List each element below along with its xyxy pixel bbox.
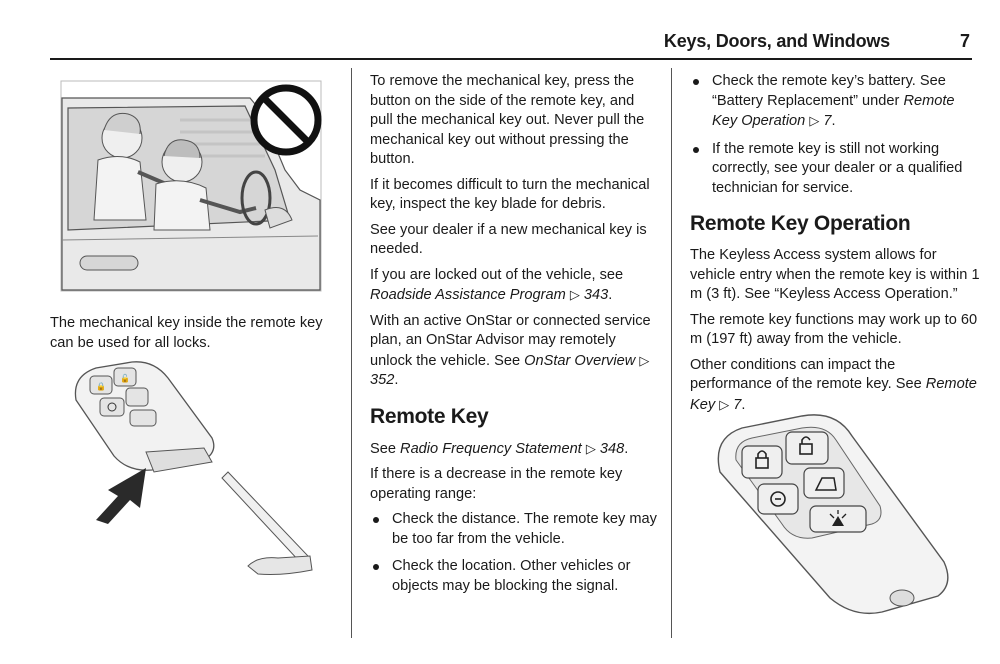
range-checklist: Check the distance. The remote key may b… <box>370 510 660 596</box>
remote-key-heading: Remote Key <box>370 404 489 428</box>
panic-alarm-icon <box>829 510 847 526</box>
radio-frequency-link[interactable]: Radio Frequency Statement <box>400 440 582 457</box>
page-number: 7 <box>959 31 970 51</box>
children-in-car-illustration <box>60 80 322 292</box>
column-divider-1 <box>351 68 352 638</box>
range-checklist-continued: Check the remote key’s battery. See “Bat… <box>690 72 980 198</box>
list-item: Check the location. Other vehicles or ob… <box>370 557 660 596</box>
range-paragraph: The remote key functions may work up to … <box>690 311 978 348</box>
list-item: Check the remote key’s battery. See “Bat… <box>690 72 980 132</box>
debris-paragraph: If it becomes difficult to turn the mech… <box>370 176 650 213</box>
conditions-paragraph: Other conditions can impact the performa… <box>690 356 977 413</box>
list-item: Check the distance. The remote key may b… <box>370 510 660 549</box>
remove-key-paragraph: To remove the mechanical key, press the … <box>370 73 645 167</box>
mechanical-key-removal-illustration: 🔒 🔓 <box>74 361 313 575</box>
remote-start-icon <box>107 402 117 412</box>
unlock-icon <box>799 436 813 455</box>
roadside-assistance-link[interactable]: Roadside Assistance Program <box>370 287 566 303</box>
page-header: Keys, Doors, and Windows 7 <box>50 28 972 60</box>
lock-icon: 🔒 <box>96 382 106 391</box>
page-reference-arrow-icon: ▷ <box>585 440 596 456</box>
page-reference-arrow-icon: ▷ <box>809 113 820 128</box>
onstar-paragraph: With an active OnStar or connected servi… <box>370 312 651 389</box>
remote-key-link[interactable]: Remote Key <box>690 376 977 413</box>
remote-key-operation-link[interactable]: Remote Key Operation <box>712 92 955 130</box>
remote-start-icon <box>770 491 786 507</box>
locked-out-paragraph: If you are locked out of the vehicle, se… <box>370 266 624 304</box>
press-arrow-icon <box>96 468 146 524</box>
page-reference-arrow-icon: ▷ <box>719 396 730 412</box>
keyless-access-paragraph: The Keyless Access system allows for veh… <box>690 247 980 302</box>
column-divider-2 <box>671 68 672 638</box>
right-column: Check the remote key’s battery. See “Bat… <box>690 72 980 421</box>
onstar-overview-link[interactable]: OnStar Overview <box>524 352 636 369</box>
radio-frequency-paragraph: See Radio Frequency Statement ▷ 348. <box>370 440 629 457</box>
page-reference-arrow-icon: ▷ <box>639 352 650 368</box>
liftgate-icon <box>814 477 837 491</box>
radio-frequency-page-ref[interactable]: 348 <box>599 440 625 457</box>
remote-key-operation-page-ref[interactable]: 7 <box>823 113 832 129</box>
unlock-icon: 🔓 <box>120 373 130 383</box>
page-reference-arrow-icon: ▷ <box>569 287 580 302</box>
middle-column: To remove the mechanical key, press the … <box>370 72 660 604</box>
list-item: If the remote key is still not working c… <box>690 140 980 199</box>
prohibited-sign-icon <box>250 84 322 156</box>
mechanical-key-caption: The mechanical key inside the remote key… <box>50 315 323 351</box>
remote-key-operation-heading: Remote Key Operation <box>690 212 911 235</box>
new-key-paragraph: See your dealer if a new mechanical key … <box>370 221 647 258</box>
remote-key-fob-illustration <box>717 414 949 615</box>
section-title: Keys, Doors, and Windows <box>663 31 890 51</box>
remote-key-page-ref[interactable]: 7 <box>733 396 742 413</box>
range-decrease-paragraph: If there is a decrease in the remote key… <box>370 466 623 502</box>
onstar-page-ref[interactable]: 352 <box>370 372 395 388</box>
lock-icon <box>755 450 769 469</box>
roadside-page-ref[interactable]: 343 <box>583 287 609 303</box>
